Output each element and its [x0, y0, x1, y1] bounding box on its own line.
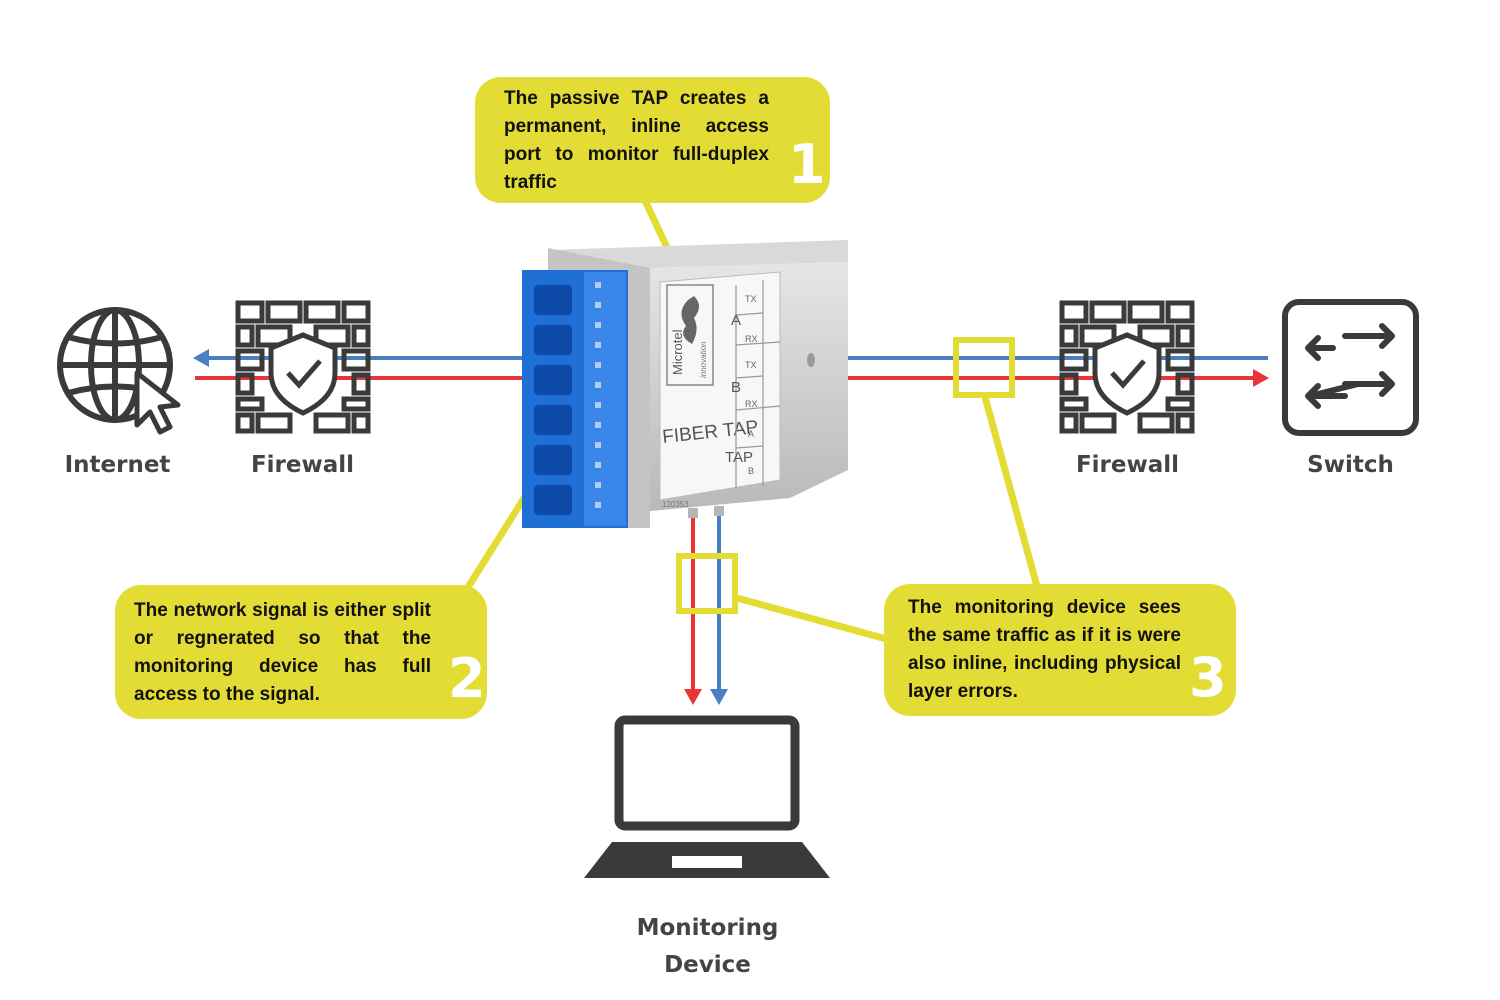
tap-label	[659, 271, 781, 501]
firewall-left-label: Firewall	[250, 452, 355, 478]
callout-1-text: The passive TAP creates a permanent, inl…	[504, 88, 769, 193]
monitoring-label-line1: Monitoring	[636, 915, 779, 941]
cursor-icon	[134, 370, 181, 435]
tx-a-text: TX	[745, 294, 757, 304]
callout-3-number: 3	[1189, 646, 1227, 709]
right-links	[848, 356, 1269, 387]
monitoring-label-line2: Device	[664, 952, 751, 978]
tap-text: TAP	[725, 449, 753, 466]
highlight-box-monitor	[676, 553, 738, 614]
monitoring-label: Monitoring Device	[600, 910, 815, 984]
monitor-blue-arrowhead	[710, 689, 728, 705]
serial-text: 120353	[662, 500, 689, 509]
rx-a-text: RX	[745, 334, 758, 344]
switch-icon	[1282, 299, 1419, 436]
highlight-box-right	[953, 337, 1015, 398]
brand-sub-text: innovation	[699, 341, 708, 378]
callout-3: The monitoring device sees the same traf…	[884, 584, 1236, 716]
callout-2-text: The network signal is either split or re…	[134, 600, 431, 705]
monitor-links	[684, 512, 728, 705]
port-b-text: B	[731, 379, 741, 396]
leader-line-3a	[981, 396, 1042, 591]
tap-top-edge	[548, 240, 848, 268]
squirrel-logo-icon	[681, 296, 699, 344]
fiber-tap-device: Microtel innovation FIBER TAP A B TX RX …	[522, 240, 848, 528]
rx-b-text: RX	[745, 399, 758, 409]
laptop-icon	[584, 715, 830, 878]
internet-label: Internet	[64, 452, 171, 478]
port-a-text: A	[731, 312, 741, 329]
leader-line-2	[462, 493, 529, 594]
monitor-red-arrowhead	[684, 689, 702, 705]
callout-1: The passive TAP creates a permanent, inl…	[475, 77, 830, 203]
callout-1-number: 1	[788, 133, 826, 196]
callout-2-number: 2	[448, 647, 486, 710]
switch-label: Switch	[1307, 452, 1394, 478]
tap-a-text: A	[748, 429, 754, 439]
firewall-left-icon	[235, 300, 371, 434]
firewall-right-icon	[1059, 300, 1195, 434]
right-red-arrowhead	[1253, 369, 1269, 387]
globe-icon	[57, 307, 173, 423]
left-blue-arrowhead	[193, 349, 209, 367]
tx-b-text: TX	[745, 360, 757, 370]
callout-3-text: The monitoring device sees the same traf…	[908, 597, 1181, 702]
firewall-right-label: Firewall	[1075, 452, 1180, 478]
leader-line-3b	[736, 594, 891, 644]
tap-screw	[807, 353, 815, 367]
brand-text: Microtel	[670, 329, 685, 375]
callout-2: The network signal is either split or re…	[115, 585, 487, 719]
tap-b-text: B	[748, 466, 754, 476]
